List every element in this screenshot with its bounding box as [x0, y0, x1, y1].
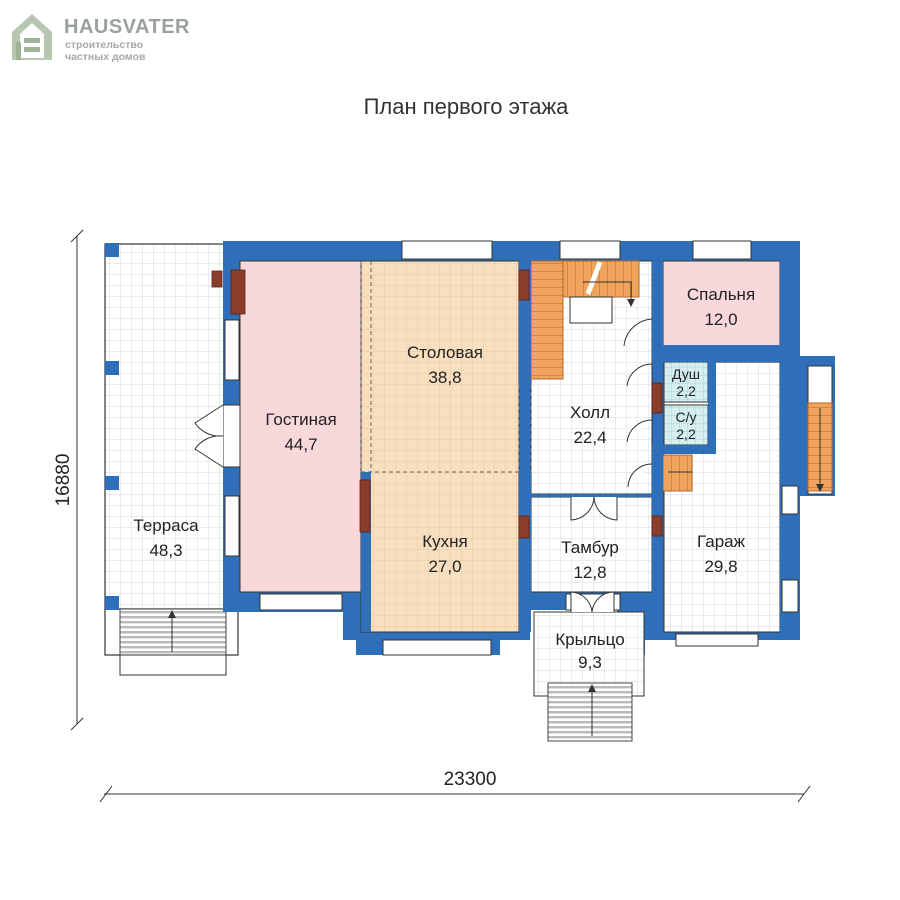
- room-name-terrace: Терраса: [133, 516, 199, 535]
- room-name-bedroom: Спальня: [687, 285, 755, 304]
- room-area-terrace: 48,3: [149, 541, 182, 560]
- house-logo-icon: [12, 14, 52, 60]
- room-name-porch: Крыльцо: [555, 630, 624, 649]
- dashed-boundaries: [360, 261, 532, 473]
- room-area-bedroom: 12,0: [704, 310, 737, 329]
- room-name-vestibule: Тамбур: [561, 538, 619, 557]
- brand-tagline-2: частных домов: [65, 51, 146, 63]
- dimension-lines: [70, 229, 811, 803]
- chimney-ducts: [211, 269, 663, 539]
- room-name-living: Гостиная: [265, 410, 336, 429]
- room-area-vestibule: 12,8: [573, 563, 606, 582]
- room-area-garage: 29,8: [704, 557, 737, 576]
- garage-steps: [661, 454, 693, 492]
- brand-tagline-1: строительство: [65, 39, 144, 51]
- room-area-porch: 9,3: [578, 653, 602, 672]
- room-name-garage: Гараж: [697, 532, 746, 551]
- brand-name: HAUSVATER: [64, 16, 190, 38]
- main-staircase: [530, 260, 640, 380]
- room-area-living: 44,7: [284, 435, 317, 454]
- room-area-shower: 2,2: [676, 383, 696, 399]
- windows: [224, 240, 799, 656]
- room-area-wc: 2,2: [676, 426, 696, 442]
- hausvater-logo: HAUSVATER строительство частных домов: [8, 12, 208, 68]
- room-area-kitchen: 27,0: [428, 557, 461, 576]
- dimension-width: 23300: [444, 769, 497, 790]
- room-name-dining: Столовая: [407, 343, 483, 362]
- room-area-dining: 38,8: [428, 368, 461, 387]
- room-name-hall: Холл: [570, 403, 610, 422]
- doors: [194, 318, 653, 613]
- dimension-height: 16880: [53, 454, 74, 507]
- room-name-wc: С/у: [676, 409, 697, 425]
- plan-title: План первого этажа: [363, 94, 569, 119]
- room-name-kitchen: Кухня: [422, 532, 468, 551]
- room-area-hall: 22,4: [573, 428, 606, 447]
- room-name-shower: Душ: [672, 366, 700, 382]
